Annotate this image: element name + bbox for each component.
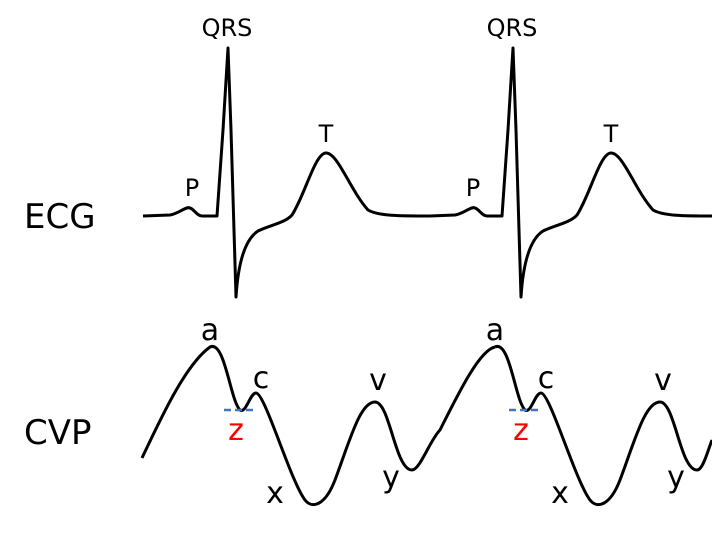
a-wave-label-2: a	[486, 313, 504, 348]
z-point-label-2: z	[513, 413, 529, 448]
ecg-trace-group: P QRS T P QRS T	[142, 14, 712, 299]
qrs-label-2: QRS	[487, 14, 538, 42]
ecg-row-label: ECG	[24, 197, 96, 237]
cvp-beat-1	[140, 345, 496, 506]
c-wave-label-2: c	[538, 361, 555, 396]
cvp-row-label: CVP	[24, 413, 92, 453]
qrs-label-1: QRS	[202, 14, 253, 42]
ecg-beat-1	[142, 46, 431, 299]
y-descent-label-2: y	[667, 460, 685, 495]
v-wave-label-1: v	[369, 363, 387, 398]
v-wave-label-2: v	[654, 363, 672, 398]
t-wave-label-2: T	[603, 120, 619, 148]
t-wave-label-1: T	[318, 120, 334, 148]
c-wave-label-1: c	[253, 361, 270, 396]
ecg-beat-2	[429, 46, 712, 299]
a-wave-label-1: a	[201, 313, 219, 348]
x-descent-label-2: x	[551, 476, 569, 511]
p-wave-label-1: P	[185, 174, 199, 202]
y-descent-label-1: y	[382, 460, 400, 495]
p-wave-label-2: P	[466, 174, 480, 202]
x-descent-label-1: x	[266, 476, 284, 511]
z-point-label-1: z	[228, 413, 244, 448]
